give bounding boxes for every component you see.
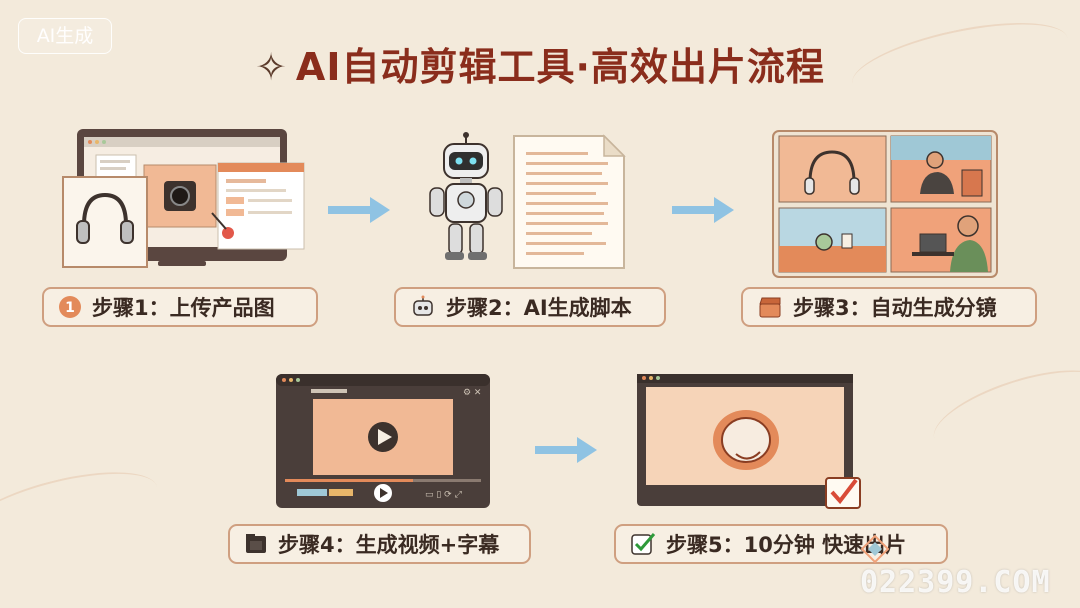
background-stroke bbox=[0, 456, 165, 566]
flow-arrow-2 bbox=[672, 197, 734, 223]
step-5-label: 步骤5：10分钟 快速出片 bbox=[614, 524, 948, 564]
step-3-label: 步骤3：自动生成分镜 bbox=[741, 287, 1037, 327]
svg-text:⚙ ✕: ⚙ ✕ bbox=[463, 388, 481, 398]
flow-arrow-1 bbox=[328, 197, 390, 223]
ai-generated-watermark: AI生成 bbox=[18, 18, 112, 54]
upload-product-illustration bbox=[62, 129, 305, 268]
final-video-illustration bbox=[637, 374, 861, 509]
step-4-label: 步骤4：生成视频+字幕 bbox=[228, 524, 531, 564]
step-1-label: 1 步骤1：上传产品图 bbox=[42, 287, 318, 327]
watermark-logo-icon bbox=[860, 534, 890, 563]
clapperboard-icon bbox=[757, 295, 783, 319]
storyboard-illustration bbox=[772, 130, 998, 278]
svg-text:1: 1 bbox=[65, 300, 75, 316]
svg-text:▭ ▯ ⟳ ⤢: ▭ ▯ ⟳ ⤢ bbox=[425, 490, 462, 500]
robot-icon bbox=[410, 295, 436, 319]
sparkle-icon: ✧ bbox=[255, 45, 288, 89]
step-2-label: 步骤2：AI生成脚本 bbox=[394, 287, 666, 327]
number-one-icon: 1 bbox=[58, 295, 82, 319]
film-icon bbox=[244, 532, 268, 556]
flow-arrow-3 bbox=[535, 437, 597, 463]
video-player-illustration: ⚙ ✕ ▭ ▯ ⟳ ⤢ bbox=[276, 374, 490, 508]
ai-script-illustration bbox=[429, 132, 626, 269]
page-title: ✧AI自动剪辑工具·高效出片流程 bbox=[255, 45, 825, 89]
background-stroke bbox=[924, 353, 1080, 469]
site-watermark: 022399.COM bbox=[860, 530, 1080, 600]
checkmark-icon bbox=[630, 532, 656, 556]
